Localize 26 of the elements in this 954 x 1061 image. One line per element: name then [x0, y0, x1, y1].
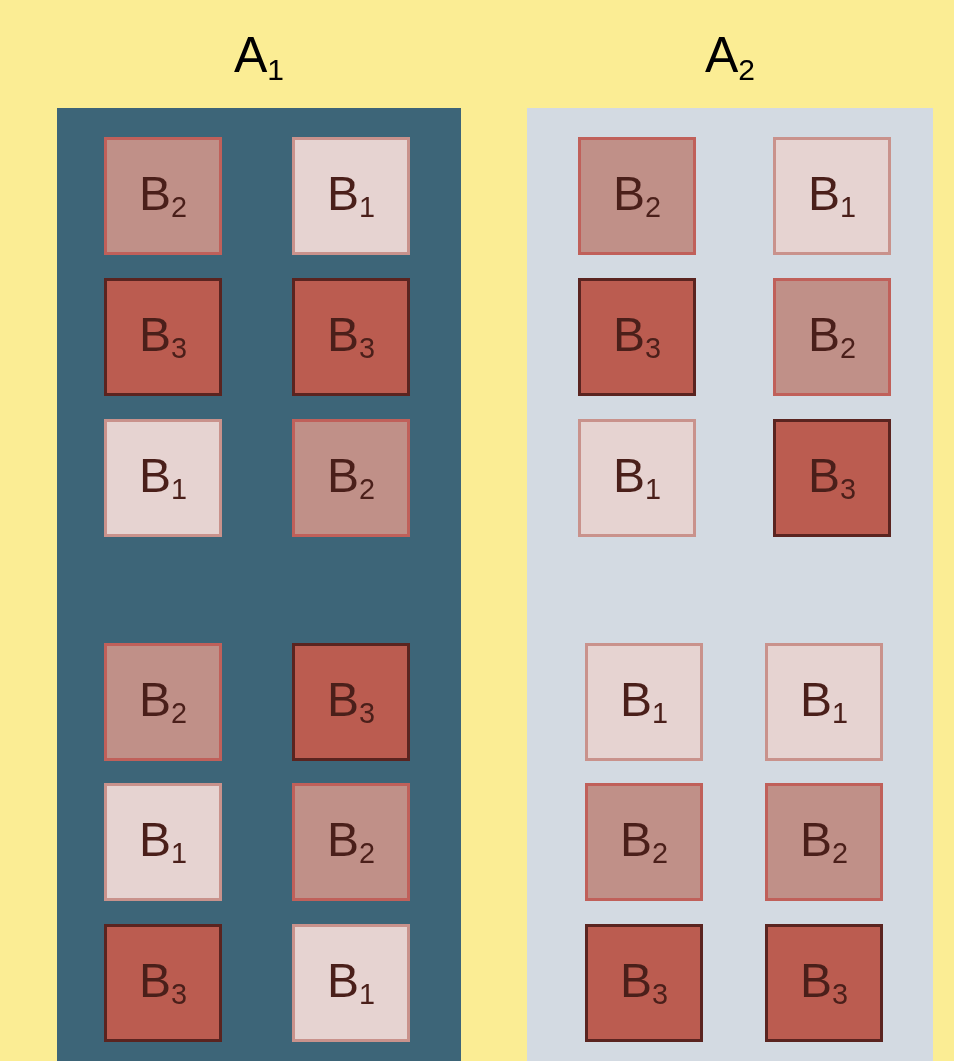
square-tile: B$_{3}$ [104, 278, 222, 396]
square-tile: B$_{3}$ [292, 278, 410, 396]
square-tile: B$_{1}$ [585, 643, 703, 761]
square-tile: B$_{2}$ [585, 783, 703, 901]
square-tile: B$_{1}$ [292, 924, 410, 1042]
square-tile: B$_{2}$ [765, 783, 883, 901]
square-tile: B$_{3}$ [765, 924, 883, 1042]
square-tile: B$_{2}$ [578, 137, 696, 255]
square-tile: B$_{1}$ [104, 419, 222, 537]
panel-heading: A$_{2}$ [705, 30, 755, 85]
panel-heading: A$_{1}$ [234, 30, 284, 85]
square-tile: B$_{2}$ [104, 643, 222, 761]
square-tile: B$_{2}$ [292, 783, 410, 901]
square-tile: B$_{3}$ [104, 924, 222, 1042]
square-tile: B$_{1}$ [578, 419, 696, 537]
square-tile: B$_{3}$ [292, 643, 410, 761]
square-tile: B$_{2}$ [104, 137, 222, 255]
square-tile: B$_{1}$ [765, 643, 883, 761]
square-tile: B$_{1}$ [773, 137, 891, 255]
square-tile: B$_{3}$ [578, 278, 696, 396]
square-tile: B$_{3}$ [585, 924, 703, 1042]
square-tile: B$_{1}$ [292, 137, 410, 255]
square-tile: B$_{3}$ [773, 419, 891, 537]
square-tile: B$_{1}$ [104, 783, 222, 901]
square-tile: B$_{2}$ [292, 419, 410, 537]
square-tile: B$_{2}$ [773, 278, 891, 396]
